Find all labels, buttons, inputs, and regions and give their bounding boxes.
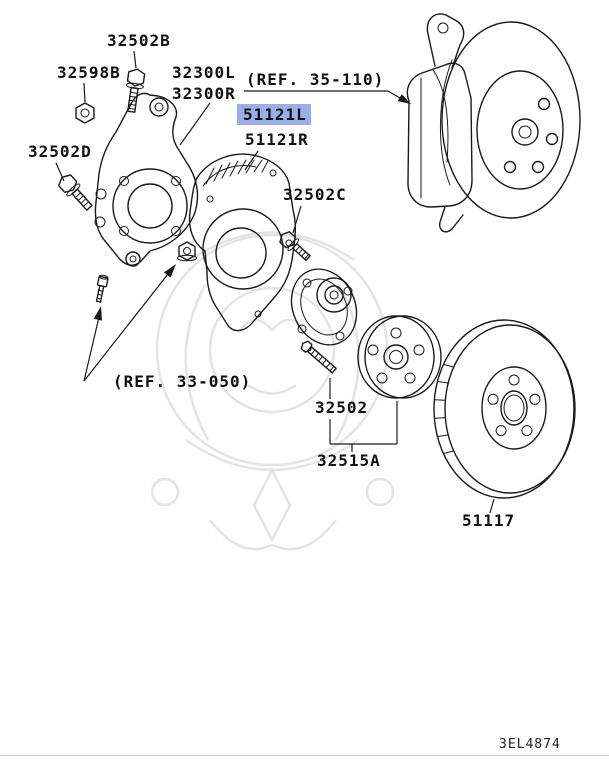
ref33-arrow-line-1	[83, 316, 100, 382]
label-32300l[interactable]: 32300L	[172, 63, 236, 82]
nut-32598b-drawing	[75, 102, 95, 124]
label-ref-35-110[interactable]: (REF. 35-110)	[246, 70, 384, 89]
caliper-assembly-drawing	[406, 13, 581, 233]
label-32515a[interactable]: 32515A	[317, 451, 381, 470]
ref33-arrowhead-2	[164, 264, 176, 278]
leader-51121	[244, 150, 259, 171]
label-51121r[interactable]: 51121R	[245, 130, 309, 149]
wheel-stud-bolt-drawing	[300, 340, 337, 374]
bolt-32502b-drawing	[125, 68, 146, 113]
leader-32598b	[83, 82, 86, 103]
label-32502d[interactable]: 32502D	[28, 142, 92, 161]
ref33-arrow-line-2	[83, 273, 169, 382]
leader-32300	[179, 102, 211, 146]
ref35-arrowhead	[397, 94, 411, 104]
label-32502b[interactable]: 32502B	[107, 31, 171, 50]
watermark-emblem	[150, 231, 395, 551]
splash-shield-drawing	[188, 153, 296, 332]
label-ref-33-050[interactable]: (REF. 33-050)	[113, 372, 251, 391]
flange-nut-drawing	[177, 241, 197, 262]
bolt-32502c-drawing	[279, 231, 311, 261]
leader-32502c	[292, 205, 302, 234]
label-32598b[interactable]: 32598B	[57, 63, 121, 82]
hub-bearing-drawing	[290, 268, 358, 346]
label-32300r[interactable]: 32300R	[172, 84, 236, 103]
wheel-hub-drawing	[357, 315, 442, 399]
ref33-arrowhead-1	[93, 306, 102, 321]
bolt-32502d-drawing	[58, 174, 93, 211]
ref35-arrow-line	[387, 90, 401, 99]
drawing-code: 3EL4874	[499, 737, 561, 752]
steering-knuckle-drawing	[94, 92, 199, 267]
label-32502[interactable]: 32502	[315, 398, 368, 417]
label-51117[interactable]: 51117	[462, 511, 515, 530]
brake-rotor-drawing	[433, 319, 576, 499]
label-51121l[interactable]: 51121L	[243, 105, 307, 124]
socket-bolt-drawing	[95, 274, 109, 303]
leader-32502b	[133, 50, 137, 69]
highlight-51121l	[237, 104, 311, 125]
label-32502c[interactable]: 32502C	[283, 185, 347, 204]
leader-51117	[489, 498, 495, 514]
leader-32502d	[55, 162, 65, 182]
